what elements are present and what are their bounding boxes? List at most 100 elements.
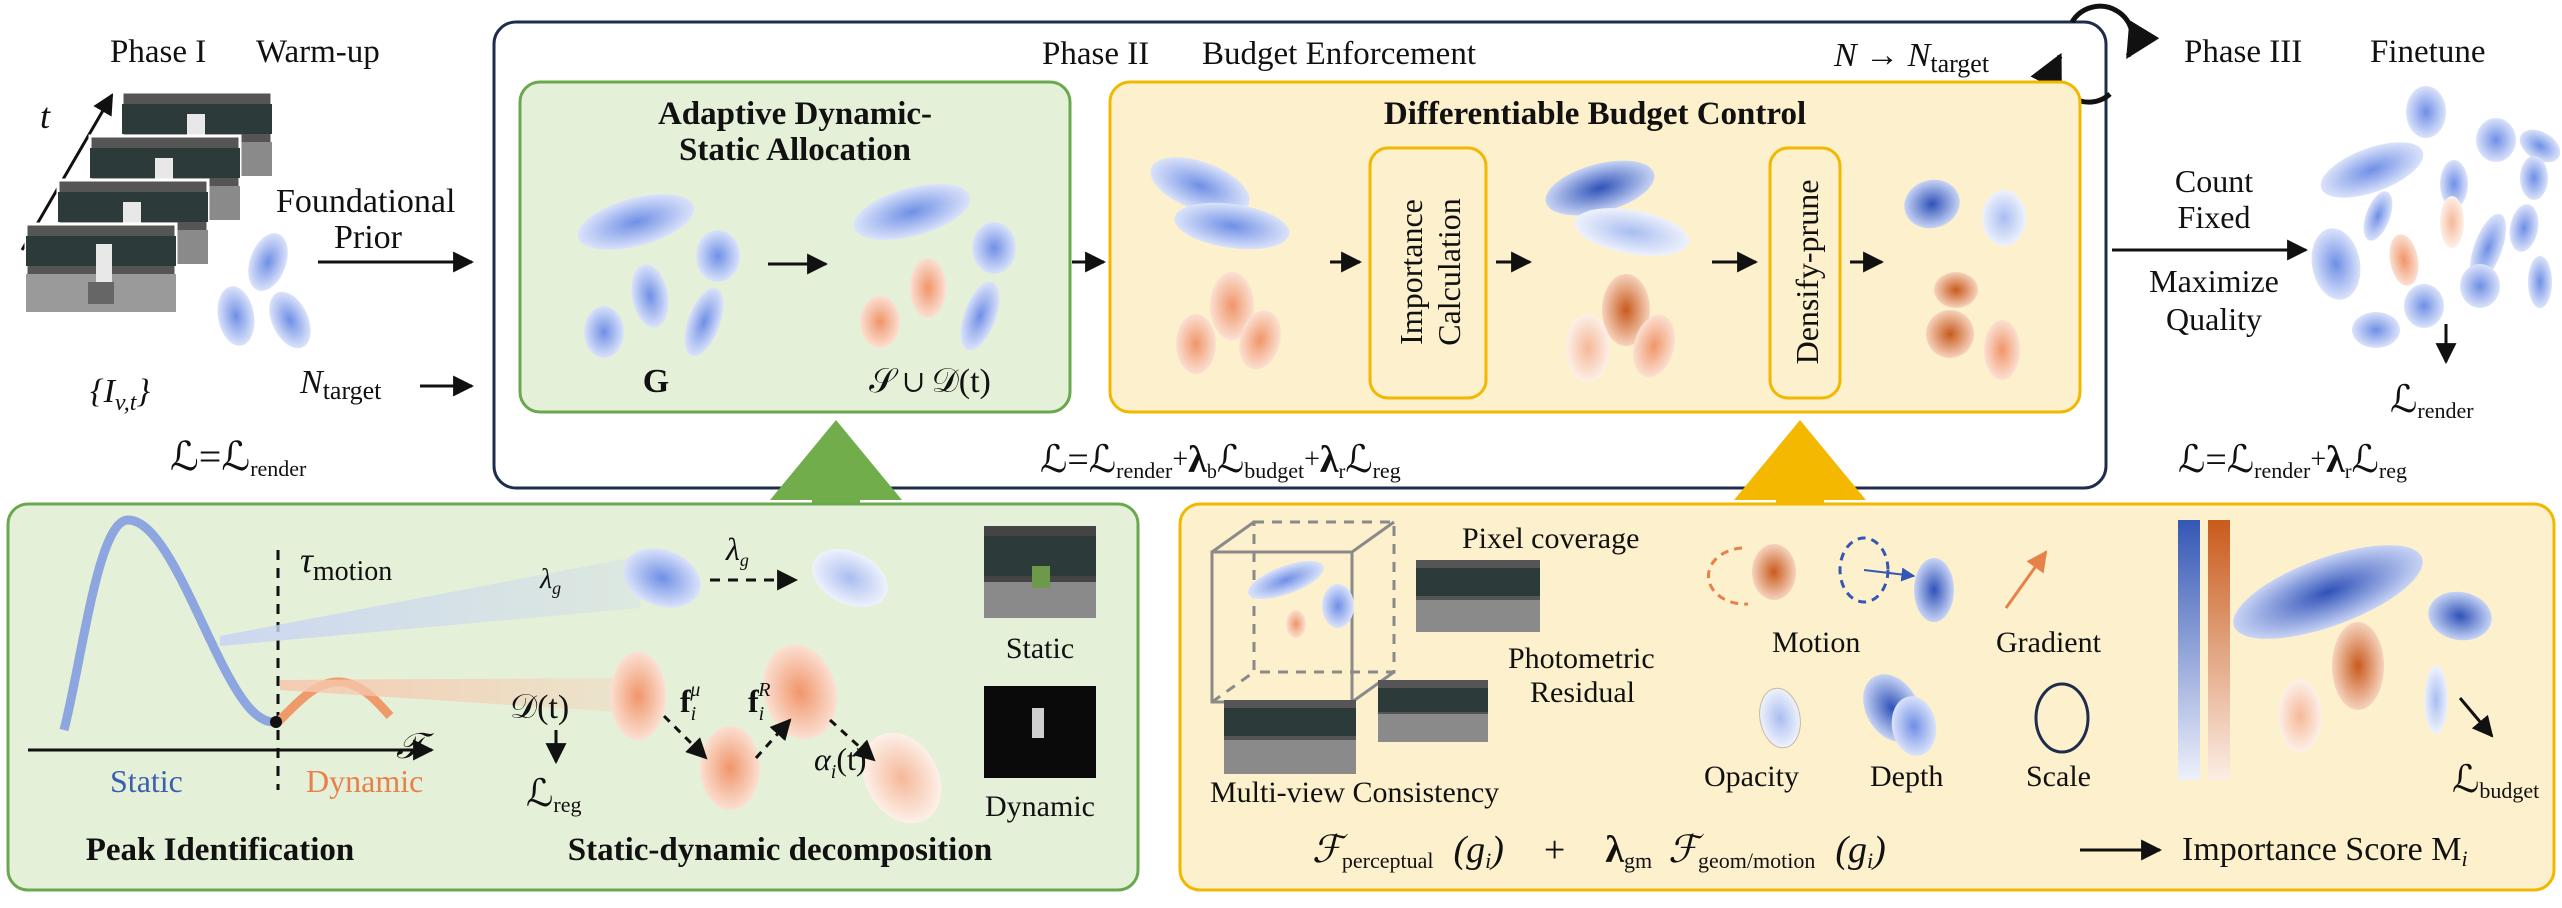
phase2-section: Phase II Budget Enforcement N → Ntarget … bbox=[492, 3, 2160, 490]
maximize-label-2: Quality bbox=[2166, 301, 2262, 337]
gradient-label: Gradient bbox=[1996, 626, 2102, 659]
depth-label: Depth bbox=[1870, 760, 1943, 793]
phase3-loss: ℒ=ℒrender+λrℒreg bbox=[2178, 439, 2407, 483]
allocation-gaussians-before bbox=[577, 194, 740, 358]
importance-gaussian-4 bbox=[2278, 680, 2322, 752]
importance-gaussian-1 bbox=[2233, 545, 2423, 639]
prior-label-2: Prior bbox=[334, 219, 403, 256]
importance-gaussian-2 bbox=[2428, 591, 2492, 641]
phase1-title: Phase I bbox=[110, 34, 206, 70]
decomposition-title: Static-dynamic decomposition bbox=[568, 832, 992, 868]
lambda-g-label-2: λg bbox=[725, 531, 749, 570]
alpha-arrow bbox=[828, 718, 876, 762]
allocation-title-1: Adaptive Dynamic- bbox=[658, 96, 932, 132]
dynamic-gaussian-4 bbox=[862, 732, 942, 824]
photometric-thumb bbox=[1378, 680, 1488, 742]
count-label-2: Fixed bbox=[2178, 199, 2251, 235]
dynamic-gaussian-2 bbox=[700, 726, 760, 810]
cube-gaussian-1 bbox=[1248, 561, 1324, 599]
d-t-label: 𝒟(t) bbox=[510, 689, 569, 726]
input-set-label: {Iv,t} bbox=[90, 373, 150, 416]
phase1-subtitle: Warm-up bbox=[256, 34, 380, 70]
pixel-coverage-label: Pixel coverage bbox=[1462, 522, 1639, 555]
n-to-ntarget: N → Ntarget bbox=[1833, 37, 1990, 78]
maximize-label-1: Maximize bbox=[2149, 263, 2279, 299]
phase2-title: Phase II bbox=[1042, 36, 1149, 72]
budget-gaussians-1 bbox=[1150, 157, 1290, 374]
importance-section: Pixel coverage Photometric Residual Mult… bbox=[1178, 502, 2556, 892]
scale-icon bbox=[2034, 682, 2090, 754]
gradient-icon bbox=[2004, 550, 2048, 609]
static-thumbnail-label: Static bbox=[1006, 632, 1074, 665]
multiview-thumb bbox=[1224, 700, 1356, 774]
motion-blue-gaussian bbox=[1914, 558, 1954, 622]
motion-label: Motion bbox=[1772, 626, 1860, 659]
budget-loss-arrow bbox=[2458, 697, 2494, 738]
green-up-arrow bbox=[770, 420, 902, 505]
dynamic-thumbnail-label: Dynamic bbox=[985, 790, 1095, 823]
peak-identification-title: Peak Identification bbox=[86, 832, 355, 868]
importance-gaussian-3 bbox=[2332, 622, 2384, 710]
scale-label: Scale bbox=[2026, 760, 2091, 793]
phase2-subtitle: Budget Enforcement bbox=[1202, 36, 1476, 72]
dynamic-gaussian-3 bbox=[763, 644, 837, 740]
prior-label-1: Foundational bbox=[276, 183, 455, 220]
photometric-label-1: Photometric bbox=[1508, 642, 1655, 675]
cube-gaussian-3 bbox=[1286, 610, 1306, 638]
static-thumbnail bbox=[984, 526, 1096, 618]
dynamic-curve-label: Dynamic bbox=[306, 763, 423, 799]
phase1-loss: ℒ=ℒrender bbox=[170, 434, 307, 481]
ntarget-label: Ntarget bbox=[299, 364, 382, 405]
static-curve bbox=[59, 515, 275, 732]
tau-label: τmotion bbox=[300, 540, 392, 587]
dynamic-beam bbox=[280, 678, 620, 712]
alpha-label: αi(t) bbox=[814, 741, 867, 783]
importance-calc-box[interactable] bbox=[1368, 146, 1488, 400]
photometric-label-2: Residual bbox=[1530, 676, 1635, 709]
allocation-panel bbox=[518, 80, 1072, 414]
decomposition-section: τmotion Static Dynamic 𝒯 Peak Identifica… bbox=[6, 502, 1140, 892]
motion-orange-gaussian bbox=[1752, 544, 1796, 600]
importance-score-label: Importance Score Mi bbox=[2182, 831, 2468, 871]
f-mu-arrow bbox=[662, 714, 708, 760]
lambda-g-label-1: λg bbox=[539, 564, 561, 598]
motion-blue-trace bbox=[1838, 536, 1890, 604]
opacity-label: Opacity bbox=[1704, 760, 1799, 793]
budget-title: Differentiable Budget Control bbox=[1384, 96, 1806, 132]
static-gaussian bbox=[623, 548, 701, 608]
video-frame-stack bbox=[24, 90, 274, 314]
prior-gaussians bbox=[217, 233, 311, 349]
motion-blue-arrow bbox=[1863, 567, 1916, 582]
motion-orange-trace bbox=[1706, 546, 1749, 606]
multiview-label: Multi-view Consistency bbox=[1210, 776, 1499, 809]
static-beam bbox=[220, 556, 640, 646]
cube-gaussian-2 bbox=[1322, 584, 1354, 628]
f-r-label: fiR bbox=[748, 679, 770, 725]
allocation-title-2: Static Allocation bbox=[679, 132, 911, 168]
depth-icon-front bbox=[1891, 696, 1937, 756]
pixel-coverage-thumb bbox=[1416, 560, 1540, 632]
phase2-loss: ℒ=ℒrender+λbℒbudget+λrℒreg bbox=[1040, 439, 1401, 483]
time-axis-label: t bbox=[40, 96, 51, 136]
dynamic-gaussian-1 bbox=[610, 652, 666, 740]
importance-calc-label-2: Calculation bbox=[1431, 198, 1467, 346]
static-curve-label: Static bbox=[110, 763, 183, 799]
count-label-1: Count bbox=[2175, 163, 2253, 199]
phase3-subtitle: Finetune bbox=[2370, 34, 2485, 70]
importance-calc-label-1: Importance bbox=[1393, 199, 1429, 345]
f-mu-label: fiμ bbox=[680, 679, 700, 725]
video-frame-1 bbox=[24, 222, 178, 314]
finetune-gaussians bbox=[2311, 86, 2561, 348]
static-gaussian-moved bbox=[812, 548, 888, 608]
g-label: G bbox=[643, 363, 669, 400]
budget-gaussians-3 bbox=[1904, 179, 2026, 380]
phase3-section: Phase III Finetune Count Fixed Maximize … bbox=[2112, 34, 2561, 483]
render-loss: ℒrender bbox=[2390, 379, 2474, 423]
importance-gaussian-5 bbox=[2424, 666, 2448, 734]
sd-label: 𝒮 ∪ 𝒟(t) bbox=[869, 363, 991, 400]
densify-prune-box[interactable] bbox=[1768, 146, 1842, 400]
budget-loss-label: ℒbudget bbox=[2452, 759, 2539, 803]
phase1-section: Phase I Warm-up t bbox=[20, 34, 475, 481]
